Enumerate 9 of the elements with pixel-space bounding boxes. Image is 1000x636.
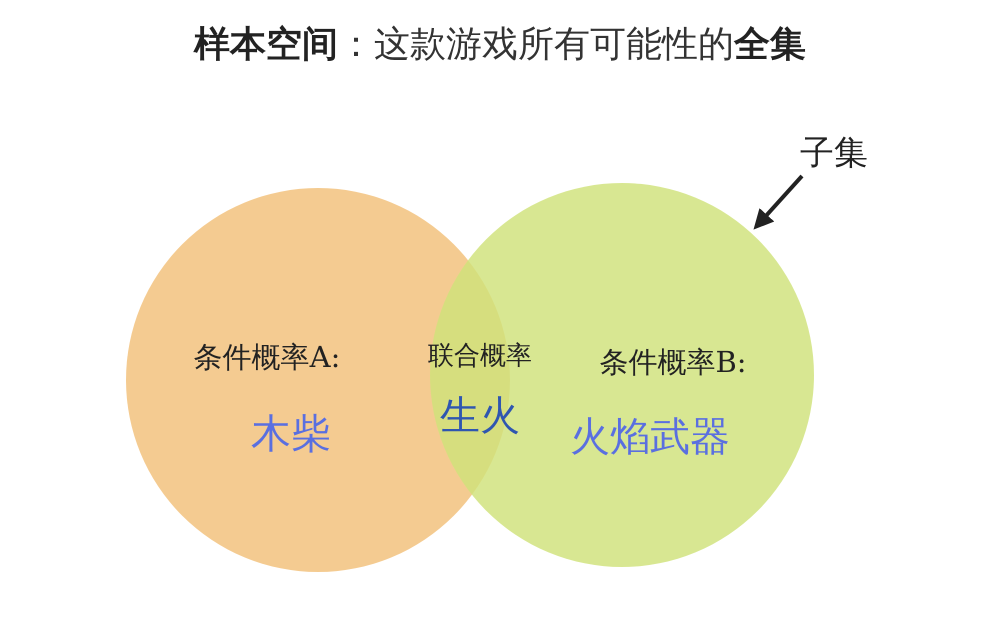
circle-heading: 条件概率A: (192, 339, 342, 376)
circle-heading: 联合概率 (427, 340, 533, 373)
circle-label: 火焰武器 (569, 413, 731, 462)
circle-heading: 条件概率B: (598, 344, 748, 381)
arrow (753, 174, 804, 230)
subset-label: 子集 (800, 130, 868, 176)
title: 样本空间：这款游戏所有可能性的全集 (192, 23, 807, 67)
circle-label: 木柴 (250, 410, 332, 459)
circle-label: 生火 (439, 392, 521, 441)
